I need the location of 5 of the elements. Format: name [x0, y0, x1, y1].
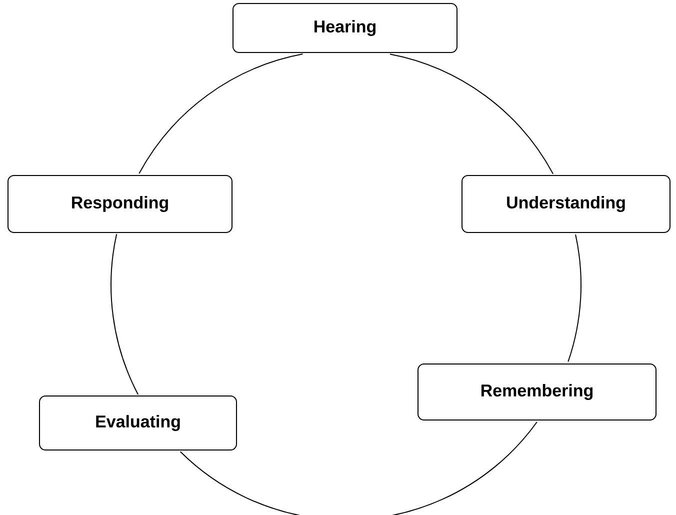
stage-box: Responding: [8, 175, 232, 233]
stage-box: Evaluating: [39, 396, 237, 450]
stage-box: Understanding: [462, 175, 670, 233]
stage-box: Remembering: [418, 364, 656, 420]
stage-box: Hearing: [232, 3, 458, 53]
